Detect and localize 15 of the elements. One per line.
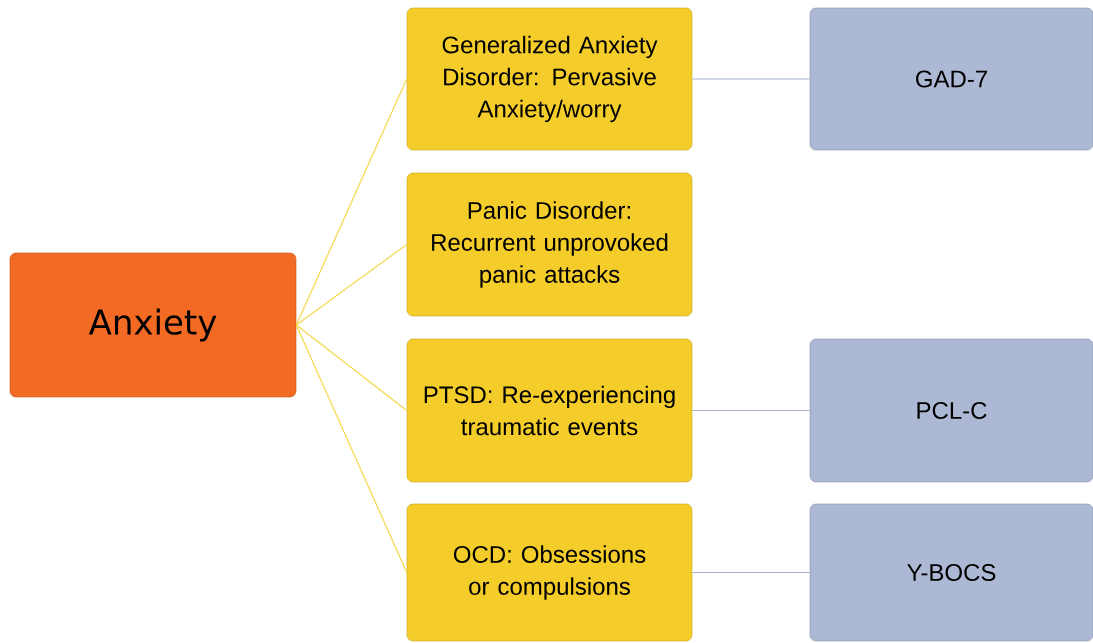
scale-box: PCL-C (809, 338, 1093, 483)
disorder-box: Generalized Anxiety Disorder: Pervasive Anxiety/worry (406, 7, 693, 151)
connector-line (295, 324, 408, 412)
connector-line (691, 571, 811, 574)
scale-box: GAD-7 (809, 7, 1093, 151)
connector-line (691, 78, 811, 80)
connector-line (295, 324, 408, 574)
disorder-box: Panic Disorder: Recurrent unprovoked panic attacks (406, 172, 693, 317)
anxiety-box: Anxiety (9, 252, 297, 398)
connector-line (295, 243, 408, 326)
connector-line (295, 78, 408, 326)
disorder-box: PTSD: Re-experiencing traumatic events (406, 338, 693, 483)
scale-box: Y-BOCS (809, 503, 1093, 642)
connector-line (691, 409, 811, 412)
disorder-box: OCD: Obsessions or compulsions (406, 503, 693, 642)
